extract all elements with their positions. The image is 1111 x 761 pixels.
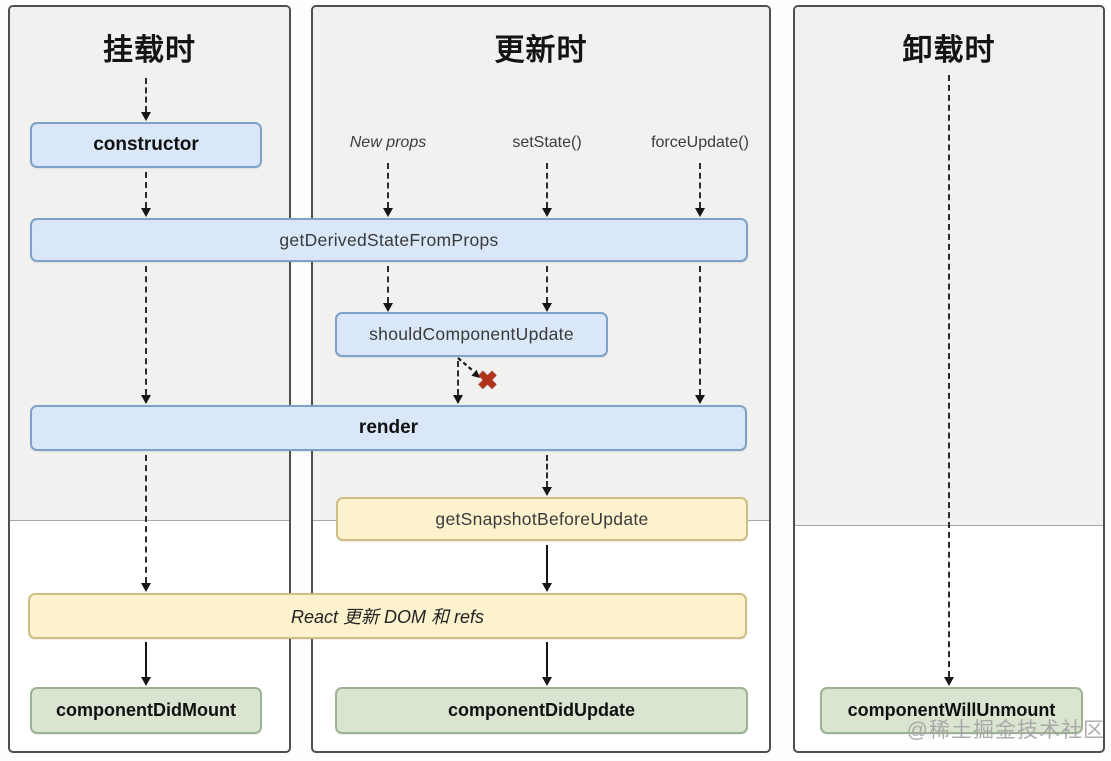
node-componentwillunmount[interactable]: componentWillUnmount [820,687,1083,734]
arrow-getsnapshot-to-reactupdates [542,545,552,592]
node-componentdidmount[interactable]: componentDidMount [30,687,262,734]
arrow-header-to-constructor [141,78,151,121]
arrow-to-shouldcomponentupdate-left [383,266,393,312]
arrow-reactupdates-to-didmount [141,642,151,686]
arrow-newprops-to-getderivedstate [383,163,393,217]
node-getsnapshotbeforeupdate[interactable]: getSnapshotBeforeUpdate [336,497,748,541]
trigger-forceupdate-label: forceUpdate() [651,134,749,151]
juejin-watermark: @稀土掘金技术社区 [906,719,1105,742]
node-componentdidupdate[interactable]: componentDidUpdate [335,687,748,734]
trigger-setstate-label: setState() [512,134,582,151]
arrow-forceupdate-to-getderivedstate [695,163,705,217]
arrow-reactupdates-to-didupdate [542,642,552,686]
node-constructor[interactable]: constructor [30,122,262,168]
arrow-header-to-willunmount [944,75,954,686]
node-shouldcomponentupdate[interactable]: shouldComponentUpdate [335,312,608,357]
arrow-getderivedstate-to-render-mount [141,266,151,404]
column-updating-title: 更新时 [494,34,588,67]
column-mounting-title: 挂载时 [103,34,196,67]
trigger-new-props-label: New props [349,134,427,151]
arrow-setstate-to-getderivedstate [542,163,552,217]
arrow-constructor-to-getderivedstate [141,172,151,217]
column-updating: 更新时 [311,5,771,753]
arrow-render-to-getsnapshot [542,455,552,496]
cancel-x-icon: ✖ [477,367,498,395]
node-getderivedstatefromprops[interactable]: getDerivedStateFromProps [30,218,748,262]
arrow-render-to-reactupdates-mount [141,455,151,592]
arrow-to-shouldcomponentupdate-right [542,266,552,312]
node-render[interactable]: render [30,405,747,451]
branch-arrow-to-cancel [457,357,480,378]
arrow-forceupdate-bypass-to-render [695,266,705,404]
node-react-updates-dom: React 更新 DOM 和 refs [28,593,747,639]
arrow-shouldupdate-to-render [453,361,463,404]
column-unmounting-title: 卸载时 [902,34,996,67]
